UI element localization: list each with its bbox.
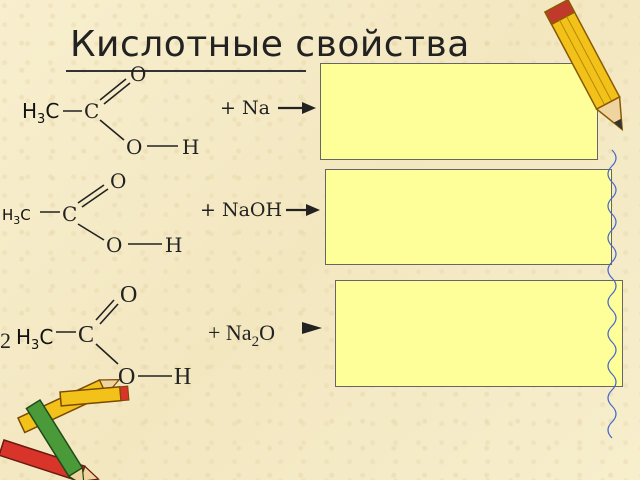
hydrogen-atom: H: [174, 364, 191, 390]
hydrogen-atom: H: [182, 135, 199, 159]
oxygen-bottom: O: [126, 135, 142, 159]
reagent: + Na: [220, 97, 270, 119]
answer-box-1: [320, 63, 598, 160]
carbon-atom: C: [62, 202, 77, 226]
carbon-atom: C: [78, 322, 94, 348]
oxygen-bottom: O: [118, 364, 135, 390]
answer-box-3: [335, 280, 623, 387]
arrow-icon: [302, 322, 322, 334]
oxygen-top: O: [120, 282, 137, 308]
answer-box-2: [325, 169, 612, 265]
methyl-group: H3C: [22, 99, 59, 127]
oxygen-bottom: O: [106, 233, 122, 257]
oxygen-top: O: [130, 62, 146, 86]
carbon-atom: C: [84, 99, 99, 123]
reagent: + Na2O: [208, 320, 275, 350]
title-underline: [66, 70, 306, 72]
slide-title: Кислотные свойства: [70, 24, 470, 65]
reagent: + NaOH: [200, 199, 282, 221]
hydrogen-atom: H: [165, 233, 182, 257]
methyl-group: H3C: [2, 206, 31, 227]
arrow-icon: [302, 102, 316, 114]
coefficient: 2: [0, 328, 11, 353]
oxygen-top: O: [110, 169, 126, 193]
arrow-icon: [306, 204, 320, 216]
methyl-group: H3C: [16, 325, 53, 353]
